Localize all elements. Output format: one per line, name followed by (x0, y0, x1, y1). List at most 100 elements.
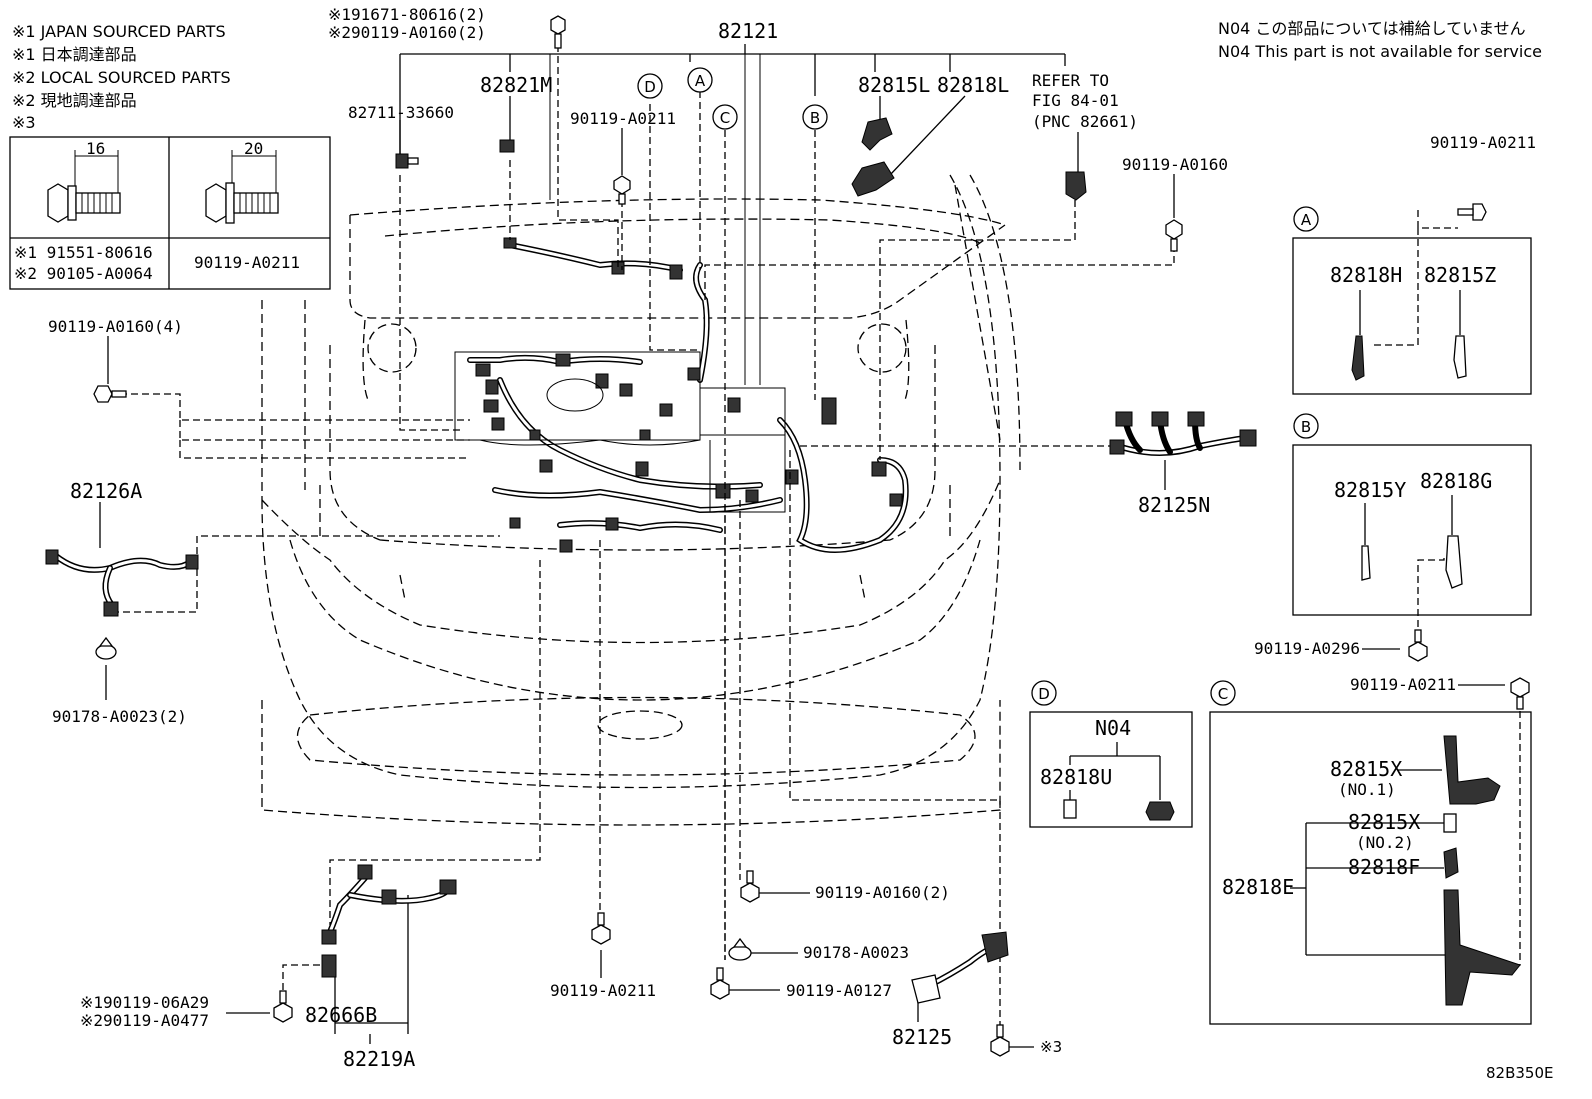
label-refer-fig: FIG 84-01 (1032, 91, 1119, 110)
label-82818l: 82818L (937, 73, 1009, 97)
label-90119-a0211-top: 90119-A0211 (570, 109, 676, 128)
label-82125n: 82125N (1138, 493, 1210, 517)
label-n04: N04 (1095, 716, 1131, 740)
bolt2-length: 20 (244, 139, 263, 158)
flange-bolt-icon (47, 150, 121, 223)
callout-c: C (712, 104, 738, 130)
label-82815x-no1: 82815X (1330, 757, 1402, 781)
label-82815x-no1-note: (NO.1) (1338, 780, 1396, 799)
dashed-leaders (112, 34, 1521, 1035)
label-90119-a0160-4: 90119-A0160(4) (48, 317, 183, 336)
bracket-82815z-icon (1453, 335, 1467, 379)
label-82818g: 82818G (1420, 469, 1492, 493)
bracket-82815x-no1-icon (1443, 735, 1501, 805)
bolt-icon (1457, 203, 1487, 221)
label-82125: 82125 (892, 1025, 952, 1049)
label-90178-a0023: 90178-A0023 (803, 943, 909, 962)
callout-d: D (637, 73, 663, 99)
bolt2-part: 90119-A0211 (194, 253, 300, 272)
label-82126a: 82126A (70, 479, 142, 503)
harness-82125 (911, 931, 1009, 1004)
harness-82666b (321, 864, 457, 978)
bracket-82818h-icon (1351, 335, 1365, 381)
clip-icon (395, 153, 419, 169)
label-90178-a0023-2: 90178-A0023(2) (52, 707, 187, 726)
n04-note-jp: N04 この部品については補給していません (1218, 19, 1526, 38)
bolt1-part-japan: ※1 91551-80616 (14, 243, 153, 262)
bolt-icon (710, 967, 730, 1000)
box-b-tag: B (1301, 418, 1311, 436)
label-82121: 82121 (718, 19, 778, 43)
label-82818e: 82818E (1222, 875, 1294, 899)
label-82815x-no2: 82815X (1348, 810, 1420, 834)
note-ref-3: ※3 (12, 113, 36, 132)
detail-box-b: B 82815Y 82818G (1292, 413, 1532, 616)
svg-text:B: B (810, 109, 820, 127)
label-90119-a0127: 90119-A0127 (786, 981, 892, 1000)
bracket-82818e-icon (1443, 889, 1521, 1006)
label-90119-a0160-2: 90119-A0160(2) (815, 883, 950, 902)
n04-note-en: N04 This part is not available for servi… (1218, 42, 1542, 61)
label-90119-a0211-c: 90119-A0211 (1350, 675, 1456, 694)
bolt-icon (1510, 677, 1530, 710)
label-82666b: 82666B (305, 1003, 377, 1027)
label-90119-a0160-right: 90119-A0160 (1122, 155, 1228, 174)
svg-text:A: A (695, 72, 706, 90)
bracket-82818g-icon (1445, 535, 1463, 589)
label-290119-a0477: ※290119-A0477 (80, 1011, 209, 1030)
main-engine-harness (454, 237, 909, 553)
connector-82821m-icon (499, 139, 515, 153)
bolt-icon (613, 175, 631, 205)
bracket-refer-icon (1065, 171, 1087, 201)
bolt-icon (591, 912, 611, 945)
flange-bolt-washer-icon (205, 150, 279, 224)
callout-b: B (802, 104, 828, 130)
bolt-table: 16 20 ※1 91551-80616 ※2 90105-A0064 9011… (9, 136, 331, 290)
label-ref-3: ※3 (1040, 1038, 1062, 1056)
bolt1-part-local: ※2 90105-A0064 (14, 264, 153, 283)
leader-lines (99, 44, 1505, 1048)
harness-82126a (45, 549, 199, 617)
label-82821m: 82821M (480, 73, 552, 97)
vehicle-body-outline (261, 174, 1021, 826)
label-190119-06a29: ※190119-06A29 (80, 993, 209, 1012)
harness-82125n (1109, 411, 1257, 456)
label-290119: ※290119-A0160(2) (328, 23, 486, 42)
bolt-icon (550, 15, 566, 49)
label-90119-a0211-right: 90119-A0211 (1430, 133, 1536, 152)
label-82711-33660: 82711-33660 (348, 103, 454, 122)
bolt-icon (1165, 219, 1183, 252)
catalog-number: 82B350E (1486, 1064, 1554, 1082)
box-a-tag: A (1301, 211, 1312, 229)
svg-text:C: C (720, 109, 730, 127)
label-82219a: 82219A (343, 1047, 415, 1071)
bolt-icon (93, 385, 127, 403)
label-82815x-no2-note: (NO.2) (1356, 833, 1414, 852)
connector-n04-icon (1145, 801, 1175, 821)
clip-82818u-icon (1063, 799, 1077, 819)
label-191671: ※191671-80616(2) (328, 5, 486, 24)
label-82815y: 82815Y (1334, 478, 1406, 502)
box-c-tag: C (1218, 685, 1228, 703)
note-japan-sourced-jp: ※1 日本調達部品 (12, 45, 137, 64)
bracket-82815y-icon (1361, 545, 1371, 581)
detail-box-c: C 82815X (NO.1) 82815X (NO.2) 82818F 828… (1209, 680, 1532, 1025)
bracket-82818f-icon (1443, 847, 1459, 879)
box-d-tag: D (1038, 685, 1050, 703)
label-refer-to: REFER TO (1032, 71, 1109, 90)
note-local-sourced-jp: ※2 現地調達部品 (12, 91, 137, 110)
svg-text:D: D (644, 78, 656, 96)
bracket-82815x-no2-icon (1443, 813, 1457, 833)
bracket-82815l-icon (861, 117, 893, 151)
bolt1-length: 16 (86, 139, 105, 158)
callout-a: A (687, 67, 713, 93)
bolt-icon (1408, 629, 1428, 662)
clip-icon (95, 636, 117, 660)
detail-box-d: D N04 82818U (1029, 680, 1193, 828)
label-82818h: 82818H (1330, 263, 1402, 287)
callouts: A D C B (637, 67, 828, 130)
sourcing-notes: ※1 JAPAN SOURCED PARTS ※1 日本調達部品 ※2 LOCA… (12, 22, 231, 132)
label-refer-pnc: (PNC 82661) (1032, 112, 1138, 131)
label-82818u: 82818U (1040, 765, 1112, 789)
